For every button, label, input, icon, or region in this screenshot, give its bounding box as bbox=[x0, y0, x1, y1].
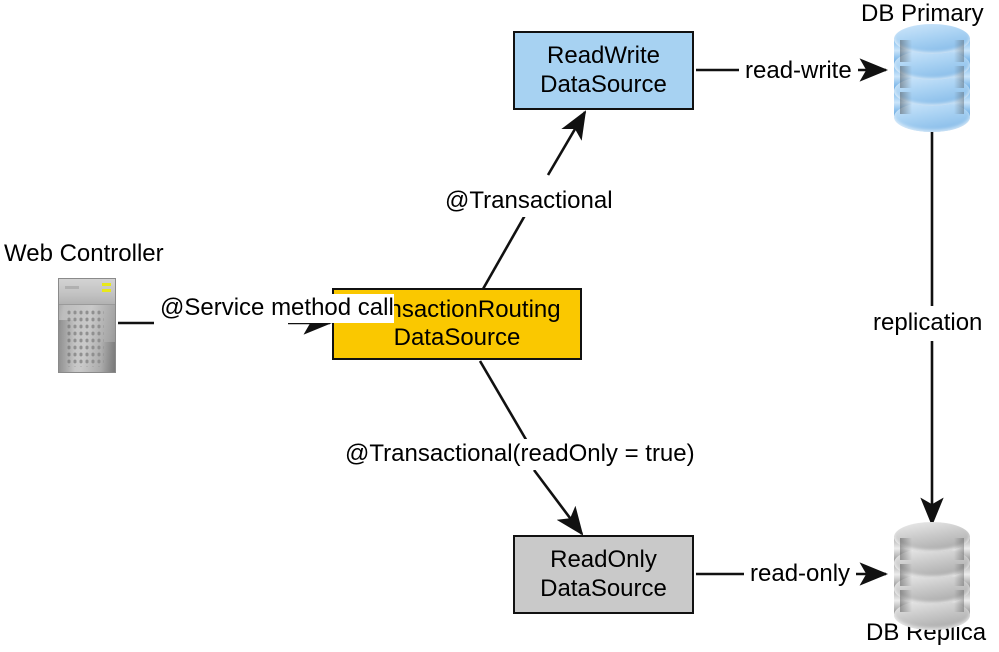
edge-label-service-line2: method call bbox=[271, 294, 394, 321]
edge-label-transactional: @Transactional bbox=[440, 186, 618, 217]
edge-label-replication: replication bbox=[868, 306, 988, 341]
web-controller-label: Web Controller bbox=[4, 240, 164, 267]
readonly-datasource-line2: DataSource bbox=[540, 574, 667, 602]
edge-router-to-readonly-upper bbox=[478, 360, 530, 444]
edge-router-to-readonly-lower bbox=[532, 469, 584, 536]
edge-label-transactional-readonly: @Transactional(readOnly = true) bbox=[340, 439, 700, 470]
db-replica-database-cylinder-icon bbox=[894, 522, 970, 630]
readwrite-datasource-line1: ReadWrite bbox=[547, 42, 660, 70]
db-primary-database-cylinder-icon bbox=[894, 24, 970, 132]
server-tower-icon bbox=[58, 278, 116, 373]
readwrite-datasource-line2: DataSource bbox=[540, 70, 667, 98]
edge-label-service-method-call: @Service method call bbox=[160, 294, 394, 323]
edge-label-read-only: read-only bbox=[744, 560, 857, 589]
routing-datasource-line2: DataSource bbox=[393, 324, 521, 351]
db-primary-label: DB Primary bbox=[861, 0, 984, 27]
edge-router-to-readwrite-upper bbox=[546, 110, 587, 176]
readonly-datasource-line1: ReadOnly bbox=[550, 546, 657, 574]
readwrite-datasource-node[interactable]: ReadWrite DataSource bbox=[513, 31, 694, 110]
readonly-datasource-node[interactable]: ReadOnly DataSource bbox=[513, 535, 694, 614]
edge-label-service-line1: @Service bbox=[160, 294, 265, 321]
edge-label-read-write: read-write bbox=[739, 57, 858, 86]
